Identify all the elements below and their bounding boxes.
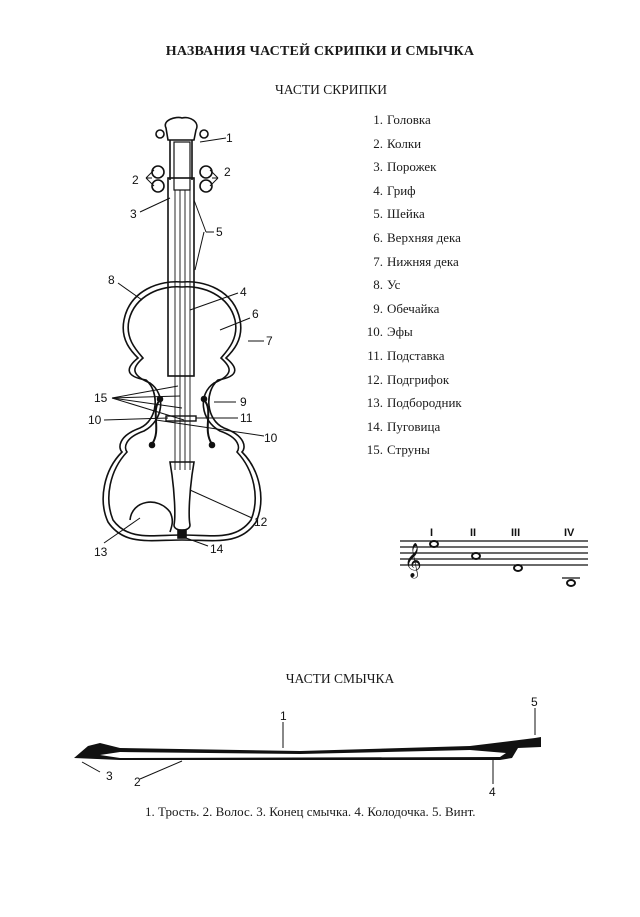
callout-2-right: 2 — [224, 165, 231, 179]
callout-3: 3 — [130, 207, 137, 221]
document-title: НАЗВАНИЯ ЧАСТЕЙ СКРИПКИ И СМЫЧКА — [165, 44, 475, 59]
callout-14: 14 — [210, 542, 224, 556]
callout-10-left: 10 — [88, 413, 102, 427]
bow-section-heading: ЧАСТИ СМЫЧКА — [285, 671, 395, 686]
callout-6: 6 — [252, 307, 259, 321]
callout-5: 5 — [216, 225, 223, 239]
violin-parts-list: 1.Головка 2.Колки 3.Порожек 4.Гриф 5.Шей… — [363, 108, 462, 462]
string-label-IV: IV — [564, 527, 575, 539]
list-item: 13.Подбородник — [366, 395, 462, 411]
bow-parts-caption: 1. Трость. 2. Волос. 3. Конец смычка. 4.… — [145, 804, 476, 819]
list-item: 12.Подгрифок — [366, 371, 450, 387]
list-item: 9.Обечайка — [373, 300, 440, 316]
callout-7: 7 — [266, 334, 273, 348]
list-item: 15.Струны — [366, 442, 430, 458]
callout-1: 1 — [226, 131, 233, 145]
list-item: 8.Ус — [373, 277, 401, 293]
callout-12: 12 — [254, 515, 268, 529]
string-label-III: III — [511, 527, 520, 539]
bow-callout-4: 4 — [489, 785, 496, 799]
treble-clef-icon: 𝄞 — [404, 543, 422, 579]
list-item: 1.Головка — [373, 112, 431, 127]
callout-11: 11 — [240, 411, 253, 425]
string-label-II: II — [470, 527, 476, 539]
callout-15: 15 — [94, 391, 108, 405]
list-item: 11.Подставка — [367, 347, 445, 363]
bow-callout-3: 3 — [106, 769, 113, 783]
violin-section-heading: ЧАСТИ СКРИПКИ — [275, 82, 387, 97]
list-item: 7.Нижняя дека — [373, 253, 459, 269]
list-item: 5.Шейка — [373, 206, 425, 222]
callout-9: 9 — [240, 395, 247, 409]
list-item: 6.Верхняя дека — [373, 229, 461, 245]
bow-callout-5: 5 — [531, 695, 538, 709]
list-item: 2.Колки — [373, 135, 422, 151]
bow-diagram: 1 2 3 4 5 — [74, 695, 541, 799]
strings-staff: 𝄞 I II III IV — [400, 527, 588, 587]
callout-8: 8 — [108, 273, 115, 287]
bow-callout-1: 1 — [280, 709, 287, 723]
callout-10-right: 10 — [264, 431, 278, 445]
callout-4: 4 — [240, 285, 247, 299]
list-item: 14.Пуговица — [366, 418, 441, 434]
callout-2-left: 2 — [132, 173, 139, 187]
list-item: 3.Порожек — [373, 159, 437, 175]
callout-13: 13 — [94, 545, 108, 559]
list-item: 4.Гриф — [373, 182, 416, 198]
list-item: 10.Эфы — [366, 324, 413, 340]
bow-callout-2: 2 — [134, 775, 141, 789]
string-label-I: I — [430, 527, 433, 539]
